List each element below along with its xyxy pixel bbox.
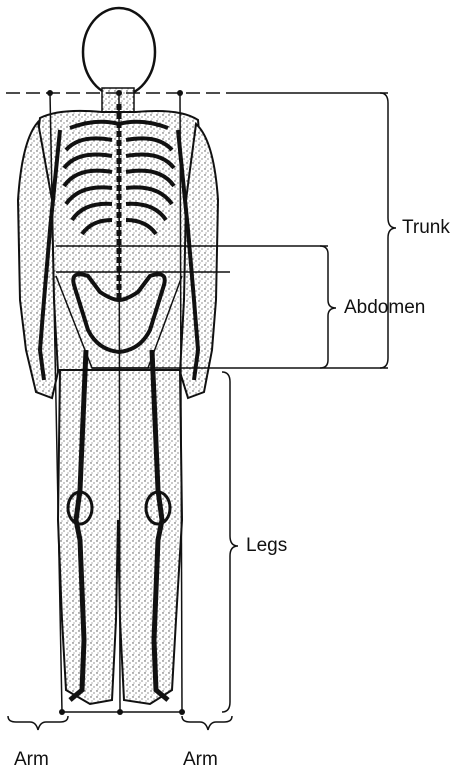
trunk-bracket — [380, 93, 396, 368]
arm-left-label: Arm — [14, 750, 49, 769]
arm-left-bracket — [8, 716, 68, 730]
legs-bracket — [222, 372, 238, 712]
head-outline — [83, 8, 155, 96]
arm-right-label: Arm — [183, 750, 218, 769]
leg-split-line — [119, 93, 120, 712]
abdomen-bracket — [320, 246, 336, 368]
arm-right-bracket — [182, 716, 232, 730]
body-silhouette — [18, 8, 218, 704]
legs-label: Legs — [246, 536, 287, 555]
trunk-label: Trunk — [402, 218, 450, 237]
abdomen-label: Abdomen — [344, 298, 425, 317]
